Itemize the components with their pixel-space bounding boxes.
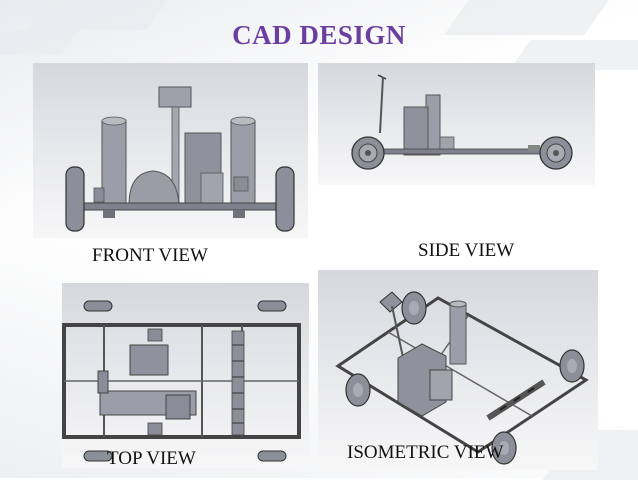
front-view-caption: FRONT VIEW	[92, 245, 208, 266]
side-view-caption: SIDE VIEW	[418, 240, 515, 261]
top-view-caption: TOP VIEW	[107, 448, 196, 469]
isometric-view-caption: ISOMETRIC VIEW	[347, 442, 504, 463]
front-view-image	[33, 63, 308, 238]
top-view-image	[62, 283, 309, 468]
slide-title: CAD DESIGN	[232, 20, 406, 50]
isometric-view-image	[318, 270, 598, 470]
side-view-image	[318, 63, 595, 185]
